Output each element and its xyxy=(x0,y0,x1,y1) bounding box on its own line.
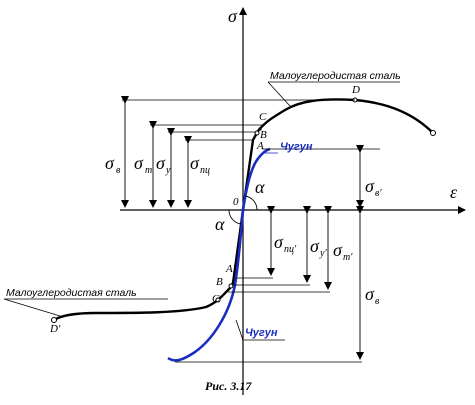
alpha-label-top: α xyxy=(255,177,265,197)
point-d2-label: D′ xyxy=(49,323,61,335)
point-d-label: D xyxy=(351,84,360,96)
svg-text:σ: σ xyxy=(333,240,343,260)
svg-text:σ: σ xyxy=(365,176,375,196)
cast-iron-compression-curve xyxy=(167,209,245,362)
svg-text:σ: σ xyxy=(134,153,144,173)
cast-leader-bottom xyxy=(235,319,244,341)
point-d2-marker xyxy=(51,317,57,323)
point-a-label: A xyxy=(256,140,264,152)
point-c-label: C xyxy=(259,111,267,123)
steel-tension-curve xyxy=(241,98,434,211)
steel-leader-bottom xyxy=(3,298,61,317)
svg-text:у′: у′ xyxy=(319,248,327,259)
svg-text:в: в xyxy=(116,165,121,176)
label-sigma-u-prime: σ у′ xyxy=(310,236,327,259)
label-sigma-t-prime: σ т′ xyxy=(333,240,353,263)
steel-label-bottom: Малоуглеродистая сталь xyxy=(6,287,137,299)
svg-text:т: т xyxy=(145,165,152,176)
steel-label-top: Малоуглеродистая сталь xyxy=(270,70,401,82)
label-sigma-pc-prime: σ пц′ xyxy=(274,232,297,255)
point-b-label: B xyxy=(260,129,267,141)
steel-compression-curve xyxy=(53,209,245,322)
alpha-arc-top xyxy=(244,195,258,211)
svg-text:σ: σ xyxy=(190,153,200,173)
svg-text:σ: σ xyxy=(310,236,320,256)
point-c-marker xyxy=(258,127,262,131)
svg-text:пц: пц xyxy=(200,165,210,176)
point-c2-label: C xyxy=(212,293,220,305)
steel-leader-top xyxy=(267,81,291,107)
svg-text:т′: т′ xyxy=(343,252,353,263)
label-sigma-v: σ в xyxy=(105,153,121,176)
cast-iron-label-bottom: Чугун xyxy=(245,327,278,339)
sigma-axis-label: σ xyxy=(228,6,238,26)
label-sigma-v-prime: σ в′ xyxy=(365,176,382,199)
label-sigma-v-lower: σ в xyxy=(365,284,380,307)
curve-end-marker xyxy=(430,130,436,136)
label-sigma-u: σ у xyxy=(156,153,171,176)
svg-text:σ: σ xyxy=(365,284,375,304)
epsilon-axis-label: ε xyxy=(450,182,458,202)
alpha-label-bottom: α xyxy=(215,214,225,234)
svg-text:пц′: пц′ xyxy=(284,244,297,255)
point-c2-marker xyxy=(215,297,221,303)
alpha-arc-bottom xyxy=(228,209,242,225)
label-sigma-pc: σ пц xyxy=(190,153,210,176)
cast-iron-tension-curve xyxy=(241,147,271,211)
origin-label: 0 xyxy=(233,196,239,208)
svg-text:σ: σ xyxy=(156,153,166,173)
point-b2-label: B xyxy=(216,276,223,288)
cast-iron-label-top: Чугун xyxy=(280,141,313,153)
svg-text:σ: σ xyxy=(274,232,284,252)
svg-text:в: в xyxy=(375,296,380,307)
svg-text:у: у xyxy=(165,165,171,176)
svg-text:σ: σ xyxy=(105,153,115,173)
label-sigma-t: σ т xyxy=(134,153,152,176)
svg-text:в′: в′ xyxy=(375,188,382,199)
figure-caption: Рис. 3.17 xyxy=(205,379,252,393)
point-a2-label: A′ xyxy=(225,263,236,275)
